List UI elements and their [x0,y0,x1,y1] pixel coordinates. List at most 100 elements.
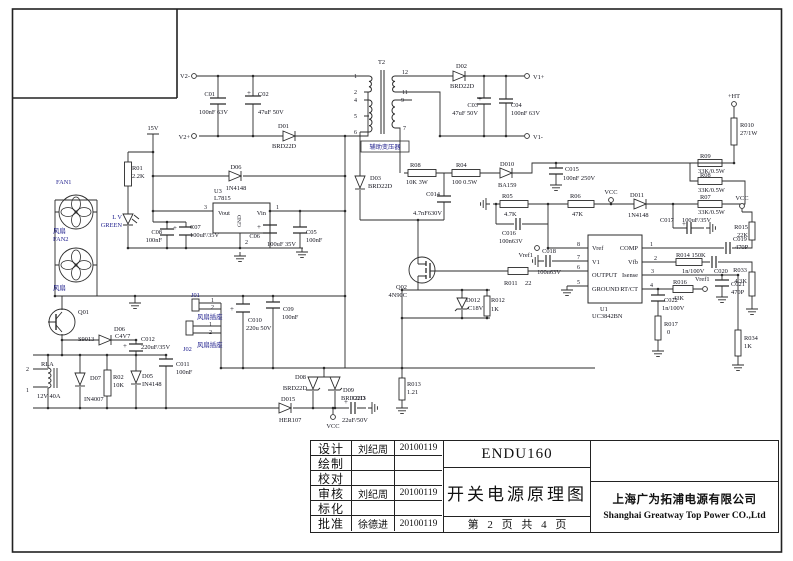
company-box: 上海广为拓浦电源有限公司 Shanghai Greatway Top Power… [590,440,779,533]
schematic-label: 4 [354,98,357,104]
schematic-label: D03 [370,175,381,182]
schematic-label: UC3842BN [592,313,623,320]
schematic-label: + [123,342,127,350]
schematic-label: 1K [491,306,499,313]
schematic-label: BRD22D [450,83,475,90]
drawing-title: 开关电源原理图 [447,484,587,504]
schematic-label: 100nF [306,237,323,244]
row-label: 校对 [311,471,352,486]
row-date [395,456,442,471]
schematic-label: C018 [542,248,556,255]
schematic-label: V2+ [179,134,191,141]
schematic-label: 22uF/50V [342,417,368,424]
schematic-label: 100nF [146,237,163,244]
schematic-label: 8 [577,242,580,248]
schematic-label: 100nF [176,369,193,376]
schematic-label: 1 [211,298,214,304]
schematic-label: D09 [343,387,354,394]
schematic-label: 220u 50V [246,325,272,332]
schematic-label: S9013 [78,336,94,343]
schematic-label: T2 [378,59,385,66]
schematic-label: 6 [577,265,580,271]
schematic-label: V1+ [533,74,545,81]
model-number: ENDU160 [444,441,590,468]
schematic-label: 22K [737,232,748,239]
schematic-label: 0 [667,329,670,336]
schematic-label: 1 [209,322,212,328]
schematic-label: 4N90C [389,292,407,299]
schematic-label: 12V 40A [37,393,61,400]
schematic-label: 470P [731,289,745,296]
schematic-label: R011 [504,280,518,287]
schematic-label: GREEN [101,222,123,229]
schematic-label: 1N4148 [628,212,649,219]
schematic-label: FAN1 [56,179,72,186]
schematic-label: R06 [570,193,581,200]
schematic-label: Vref [592,245,604,252]
schematic-label: 100nF 63V [511,110,540,117]
schematic-label: C06 [249,233,260,240]
schematic-label: Vin [257,210,267,217]
schematic-label: R014 150K [676,252,706,259]
wires [33,75,753,414]
schematic-label: C04 [511,102,522,109]
schematic-label: C02 [258,91,269,98]
schematic-label: COMP [620,245,639,252]
schematic-label: C021 [731,281,745,288]
schematic-label: 风扇 [53,226,66,235]
schematic-label: U1 [600,306,608,313]
row-name [352,456,395,471]
schematic-label: 1 [26,388,29,394]
schematic-label: C4V7 [115,333,131,340]
schematic-label: L V [112,214,122,221]
schematic-label: R016 [673,279,687,286]
schematic-label: VCC [326,423,339,430]
schematic-label: 1n/100V [662,305,685,312]
schematic-label: GND [237,215,243,227]
schematic-label: R015 [734,224,748,231]
transformer-t2 [360,70,410,153]
schematic-label: RLA [41,361,54,368]
schematic-label: D08 [295,374,306,381]
schematic-label: BRD22D [283,385,308,392]
schematic-label: R08 [700,172,711,179]
schematic-label: C014 [426,191,441,198]
schematic-label: + [344,398,348,406]
schematic-label: 风扇插座 [197,312,223,321]
schematic-label: C01 [204,91,215,98]
schematic-label: C05 [306,229,317,236]
schematic-label: R02 [113,374,124,381]
connector-j01 [191,298,200,312]
schematic-label: 1.21 [407,389,418,396]
schematic-label: Q02 [396,284,407,291]
schematic-label: 5 [577,280,580,286]
schematic-label: + [173,224,177,232]
row-date [395,501,442,516]
mosfet-q02 [408,256,436,284]
schematic-label: BRD22D [272,143,297,150]
schematic-label: 47uF 50V [452,110,478,117]
schematic-label: D02 [456,63,467,70]
schematic-label: 9 [401,98,404,104]
schematic-label: 风扇插座 [197,340,223,349]
schematic-label: 风扇 [53,283,66,292]
schematic-label: 33K/0.5W [698,168,726,175]
schematic-label: 100uF/35V [682,217,712,224]
schematic-label: 27/1W [740,130,758,137]
approval-table: 设计 刘纪周 20100119 绘制 校对 审核 刘纪周 20100119 标化… [310,440,444,533]
schematic-label: 1N4148 [226,185,247,192]
schematic-label: 100nF [282,314,299,321]
row-label: 标化 [311,501,352,516]
schematic-label: IN4007 [84,396,104,403]
row-name: 刘纪周 [352,486,395,501]
junction-dots [46,74,740,410]
schematic-label: R07 [700,194,711,201]
schematic-label: V1- [533,134,543,141]
schematic-label: R08 [410,162,421,169]
diodes [74,70,648,414]
schematic-label: HER107 [279,417,302,424]
schematic-label: 100uF/35V [190,232,220,239]
